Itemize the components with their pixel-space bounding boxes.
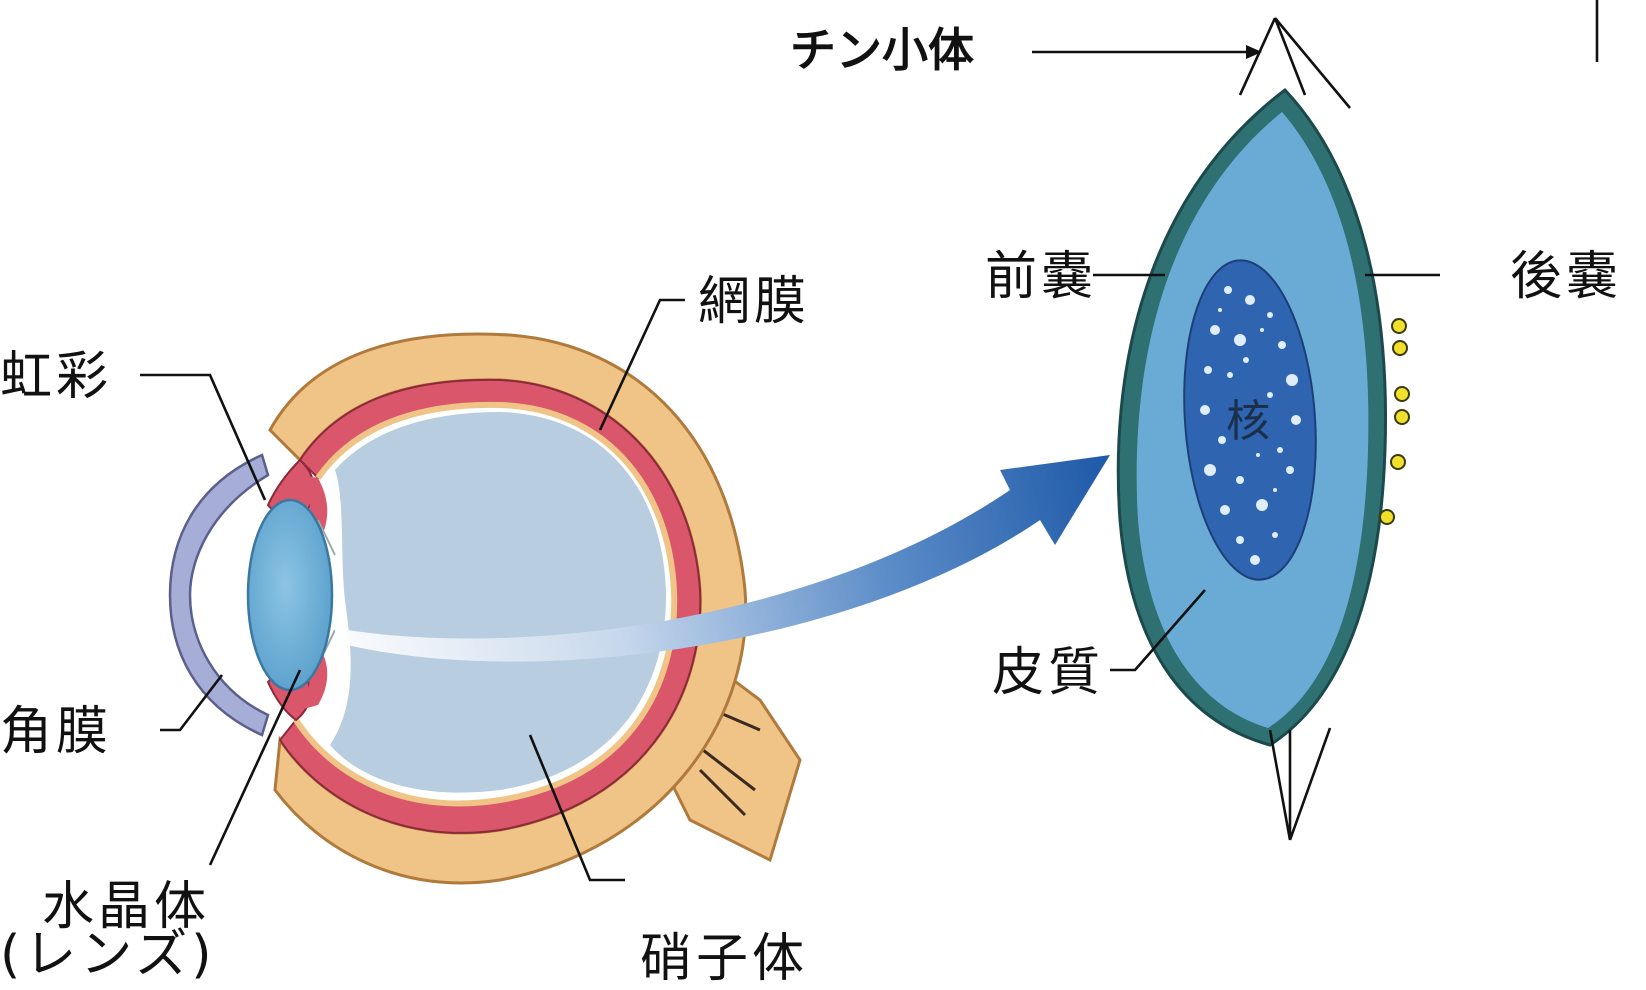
label-cortex: 皮質 (992, 643, 1104, 703)
zonule-top (1240, 18, 1350, 108)
zinn-arrowhead-icon (1246, 45, 1262, 59)
yellow-dot-icon (1391, 455, 1405, 469)
label-zinn: チン小体 (790, 23, 974, 77)
eyeball (170, 334, 800, 883)
label-lens-line2: (レンズ) (0, 925, 216, 985)
yellow-dot-icon (1392, 319, 1406, 333)
yellow-dot-icon (1395, 387, 1409, 401)
label-vitreous: 硝子体 (640, 929, 808, 989)
lens-cross-section (1118, 0, 1597, 840)
zonule-bottom (1270, 728, 1330, 840)
label-posterior-capsule: 後嚢 (1510, 247, 1622, 307)
lens (248, 500, 332, 690)
label-anterior-capsule: 前嚢 (985, 247, 1097, 307)
vitreous-body (330, 412, 666, 793)
label-cornea: 角膜 (0, 702, 112, 762)
label-retina: 網膜 (698, 272, 810, 332)
yellow-dot-icon (1395, 410, 1409, 424)
yellow-dot-icon (1393, 341, 1407, 355)
yellow-dot-icon (1380, 510, 1394, 524)
label-iris: 虹彩 (0, 347, 112, 407)
label-nucleus: 核 (1226, 396, 1270, 447)
